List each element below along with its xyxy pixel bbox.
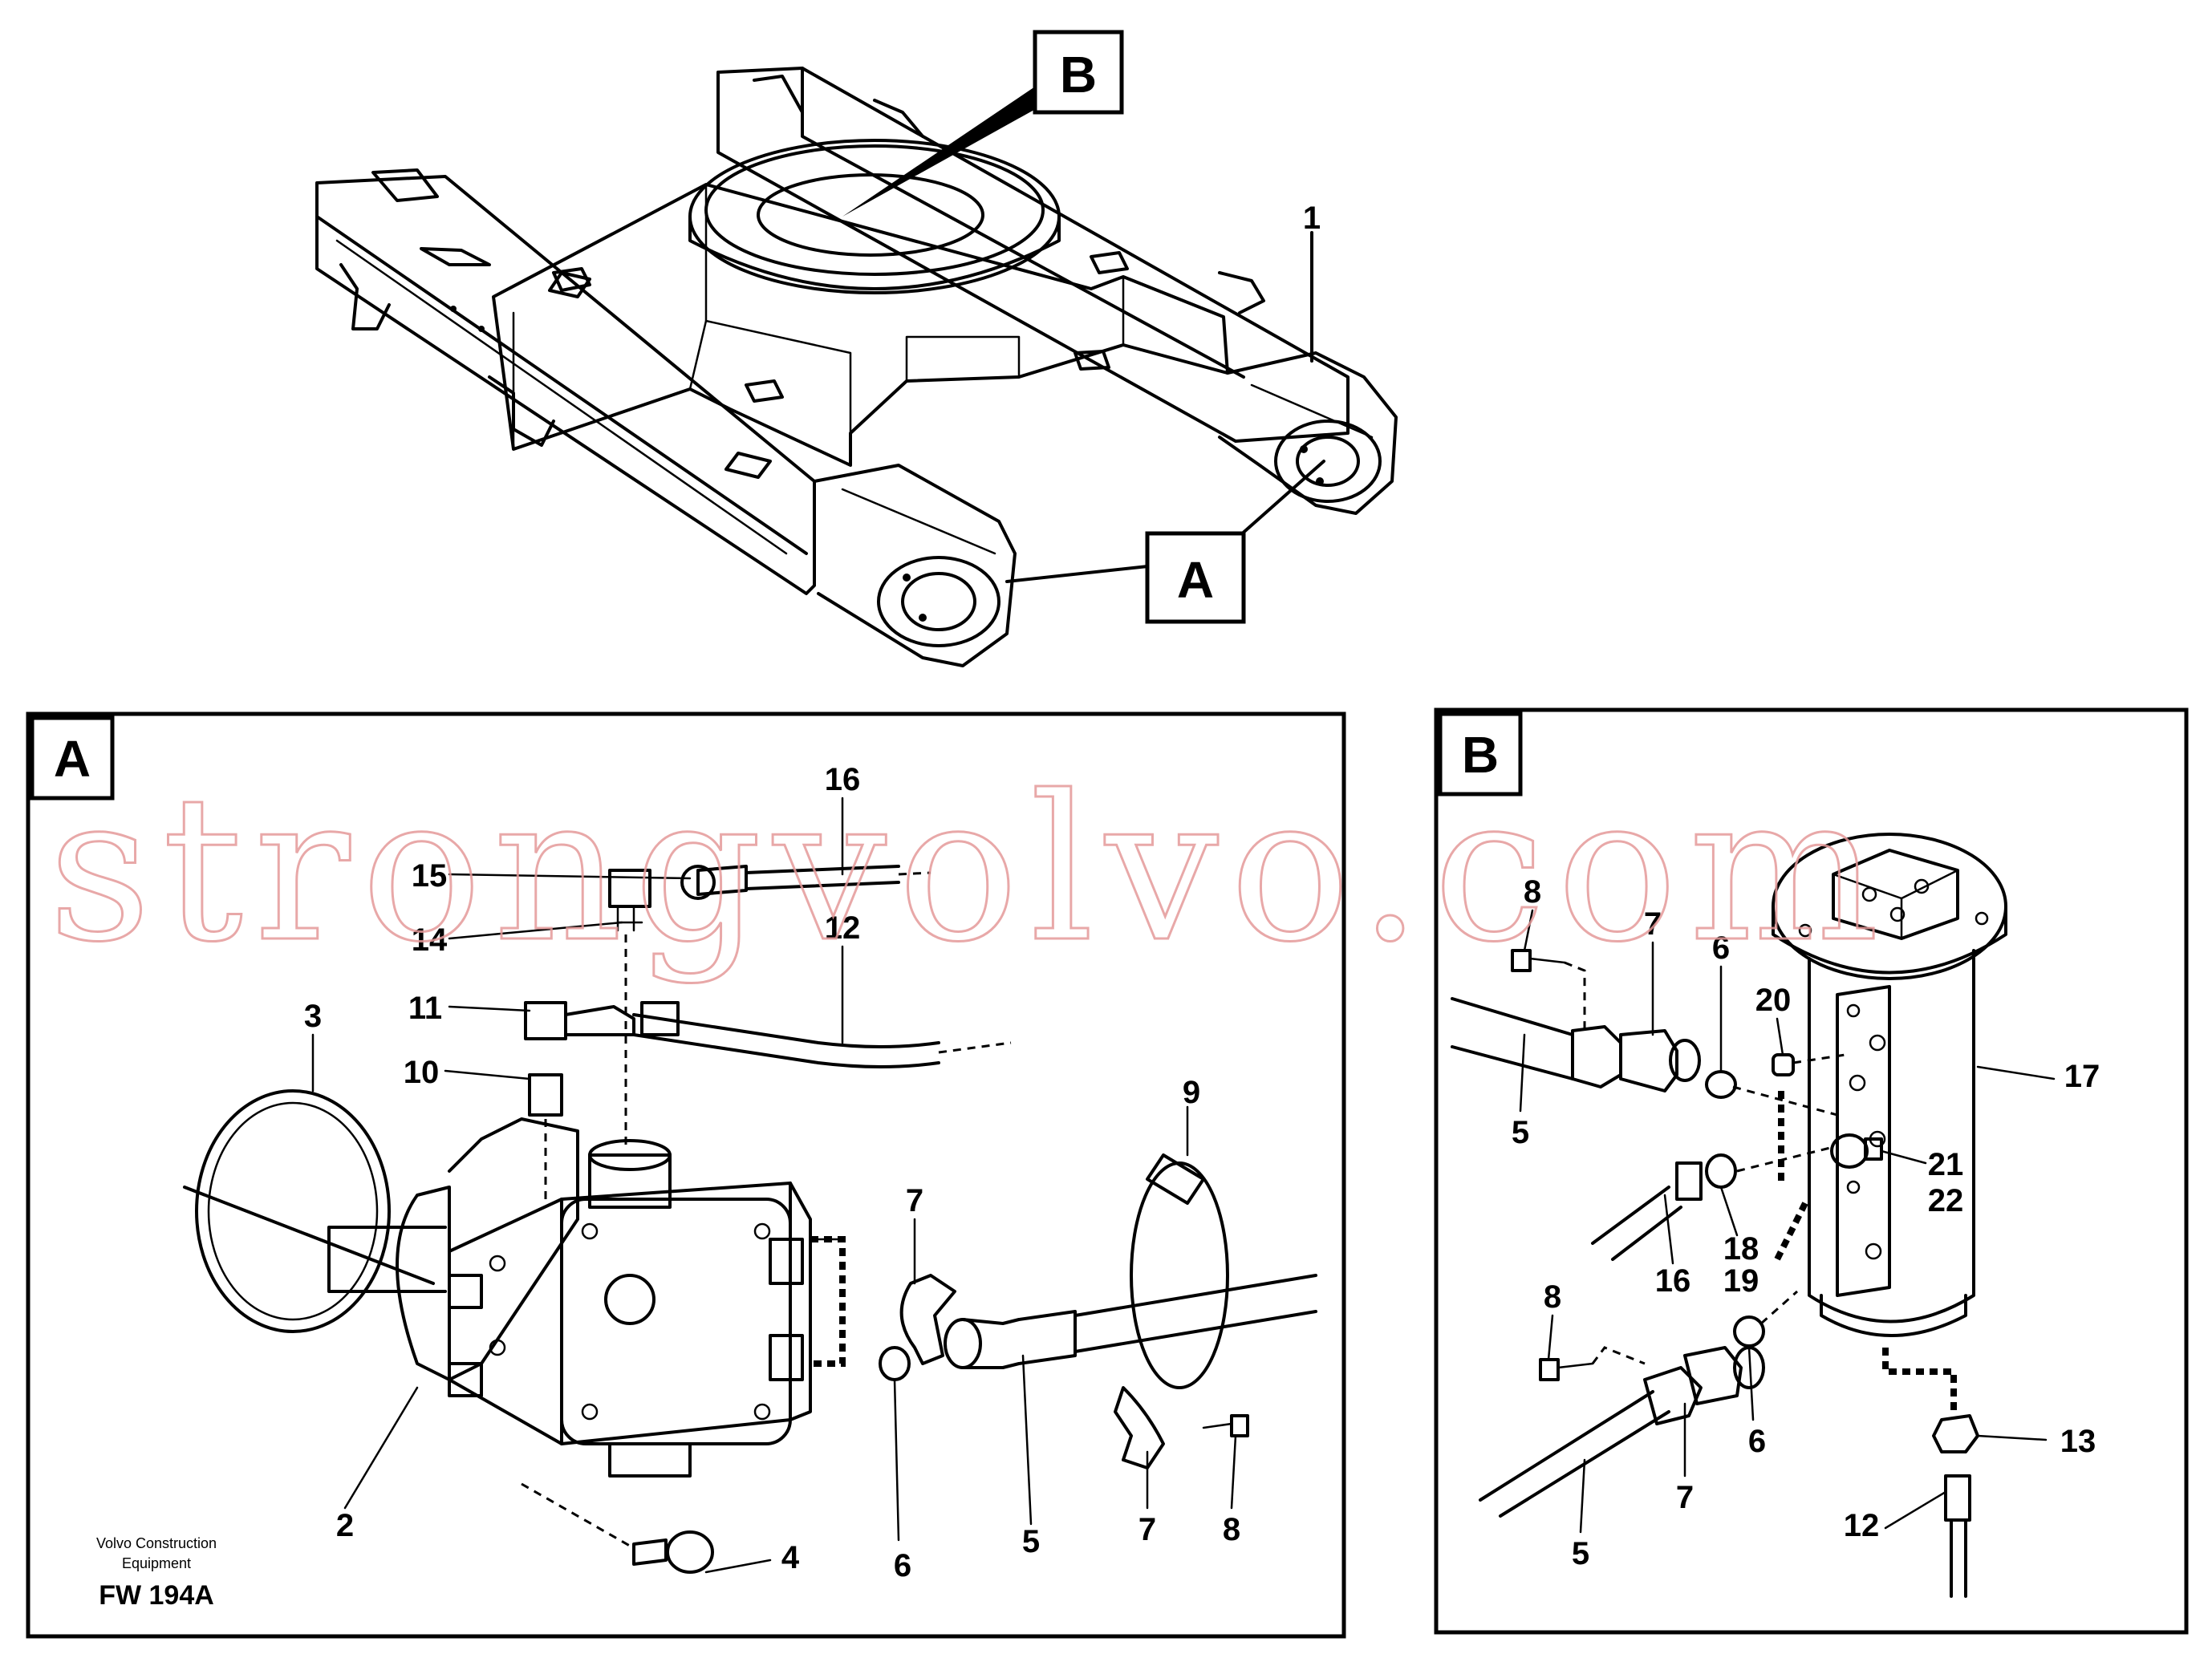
- label-5-b-top: 5: [1512, 1115, 1529, 1150]
- bolt-8-b-bottom: [1539, 1346, 1646, 1381]
- label-11: 11: [408, 991, 442, 1026]
- label-6-b-bottom: 6: [1748, 1424, 1766, 1459]
- leader-8-b-bottom: [1547, 1314, 1554, 1361]
- label-16-a: 16: [825, 762, 861, 797]
- label-8-b-bottom: 8: [1544, 1279, 1561, 1315]
- label-7-a-top: 7: [906, 1183, 923, 1218]
- leader-10: [444, 1069, 531, 1080]
- label-17: 17: [2064, 1059, 2100, 1094]
- leader-17: [1976, 1065, 2056, 1080]
- label-16-b: 16: [1655, 1263, 1691, 1299]
- washer-6-b-top: [1705, 1070, 1737, 1099]
- leader-14: [448, 921, 623, 940]
- pipe-12: [632, 1013, 940, 1048]
- leader-5-a: [1021, 1354, 1033, 1526]
- screw-4: [521, 1482, 714, 1574]
- leader-21: [1880, 1149, 1927, 1165]
- washer-6-a: [879, 1346, 911, 1381]
- hose-5-b-top: [1451, 997, 1622, 1088]
- label-2: 2: [336, 1508, 354, 1543]
- leader-8-a: [1230, 1434, 1237, 1510]
- label-6-a: 6: [894, 1548, 911, 1583]
- label-5-b-bottom: 5: [1572, 1536, 1589, 1571]
- leader-13: [1976, 1434, 2048, 1441]
- label-13: 13: [2060, 1424, 2096, 1459]
- maker-line-1: Volvo Construction: [96, 1535, 217, 1551]
- fitting-13: [1932, 1414, 1979, 1453]
- label-9: 9: [1183, 1075, 1200, 1110]
- label-7-b-top: 7: [1644, 906, 1662, 942]
- o-ring-3: [195, 1089, 391, 1333]
- undercarriage-frame-illustration: [315, 67, 1398, 667]
- panel-b-letter: B: [1462, 726, 1499, 784]
- bolt-8-a: [1202, 1414, 1249, 1437]
- label-4: 4: [781, 1540, 800, 1575]
- leader-5-b-top: [1519, 1033, 1526, 1113]
- svg-text:A: A: [1177, 551, 1214, 609]
- leader-b-overview: [842, 87, 1047, 217]
- label-8-b-top: 8: [1524, 874, 1541, 910]
- leader-12-b: [1884, 1490, 1947, 1530]
- label-21: 21: [1928, 1147, 1964, 1182]
- label-20: 20: [1755, 983, 1792, 1018]
- watermark: strongvolvo.com: [48, 752, 1890, 986]
- leader-a-overview-left: [1005, 564, 1157, 583]
- panel-a-letter: A: [54, 730, 91, 788]
- leader-15: [448, 873, 692, 880]
- label-7-b-bottom: 7: [1676, 1480, 1694, 1515]
- label-5-a: 5: [1022, 1524, 1040, 1559]
- label-10: 10: [404, 1055, 440, 1090]
- clamp-9: [1130, 1105, 1229, 1389]
- flange-7-b-top: [1619, 1029, 1701, 1092]
- bolt-8-b-top: [1511, 949, 1586, 1035]
- pipe-12-b: [1944, 1474, 1971, 1598]
- leader-5-b-bottom: [1579, 1458, 1586, 1534]
- label-19: 19: [1723, 1263, 1759, 1299]
- panel-b: B: [1434, 707, 2189, 1635]
- fitting-stack: [524, 869, 651, 1203]
- label-15: 15: [412, 858, 448, 894]
- maker-line-2: Equipment: [122, 1555, 191, 1571]
- leader-a-overview-right: [1238, 460, 1325, 537]
- label-1-frame: 1: [1303, 201, 1321, 236]
- label-14: 14: [412, 922, 448, 958]
- panel-a: A: [26, 711, 1346, 1639]
- svg-text:B: B: [1060, 46, 1097, 103]
- hose-5-a: [944, 1274, 1317, 1369]
- flange-half-7-a-lower: [1114, 1386, 1165, 1469]
- travel-motor-2: [327, 1117, 812, 1478]
- label-8-a: 8: [1223, 1512, 1240, 1547]
- label-18: 18: [1723, 1231, 1759, 1267]
- leader-18-19: [1719, 1186, 1739, 1237]
- leader-20: [1776, 1017, 1784, 1056]
- leader-8-b-top: [1523, 909, 1534, 952]
- callout-a-overview: A: [1145, 531, 1246, 624]
- label-12-b: 12: [1844, 1508, 1880, 1543]
- plugs-21-22: [1830, 1133, 1883, 1169]
- hose-5-b-bottom: [1479, 1366, 1703, 1518]
- leader-6-a: [893, 1378, 900, 1542]
- leader-4: [704, 1559, 772, 1574]
- callout-b-overview: B: [1033, 30, 1124, 115]
- flange-half-7-a: [899, 1274, 956, 1365]
- label-6-b-top: 6: [1712, 930, 1730, 966]
- washer-6-b-bottom: [1733, 1315, 1765, 1348]
- label-7-a-bottom: 7: [1138, 1512, 1156, 1547]
- hose-16-a: [696, 865, 748, 896]
- swivel-joint-17: [1772, 833, 2007, 1412]
- hose-16-b: [1591, 1145, 1834, 1261]
- label-12-a: 12: [825, 910, 861, 946]
- leader-11: [448, 1005, 531, 1012]
- leader-16-b: [1663, 1194, 1674, 1265]
- label-22: 22: [1928, 1183, 1964, 1218]
- drawing-code: FW 194A: [99, 1580, 214, 1611]
- leader-2: [343, 1386, 419, 1510]
- leader-6-b-bottom: [1747, 1346, 1755, 1421]
- label-3: 3: [304, 999, 322, 1034]
